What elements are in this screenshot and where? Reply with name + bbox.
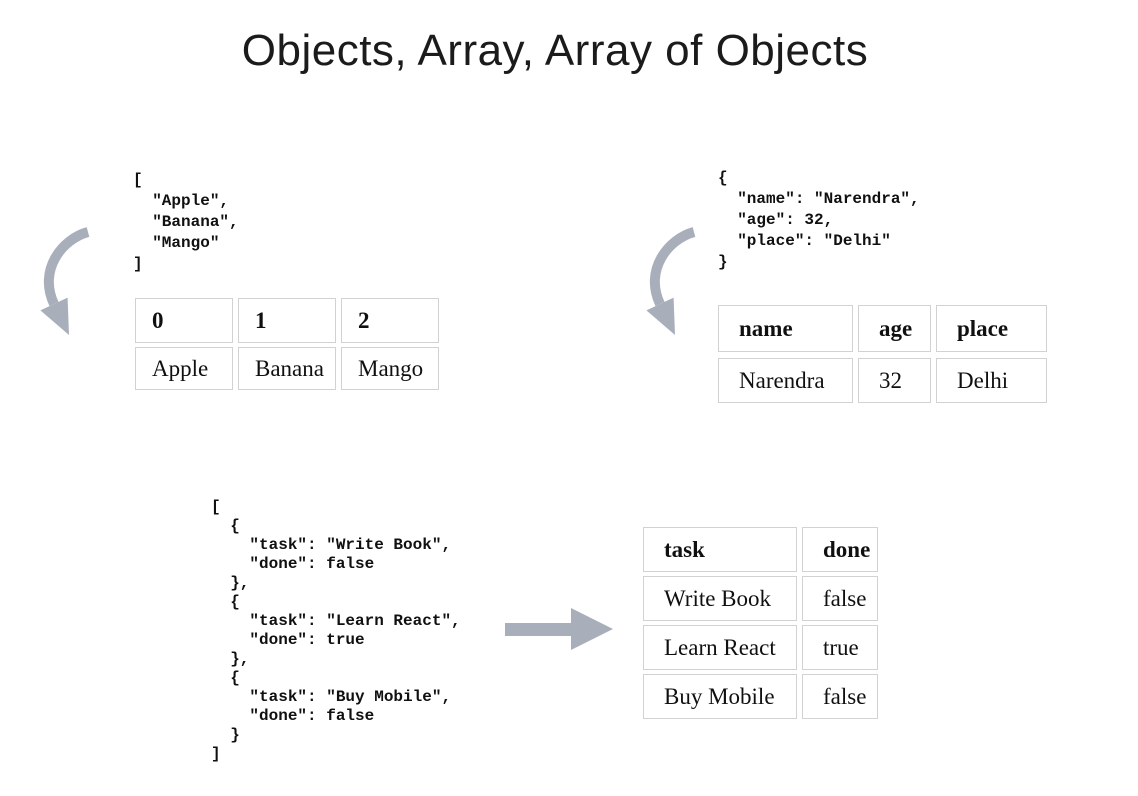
table-cell: true: [802, 625, 878, 670]
table-header-cell: place: [936, 305, 1047, 352]
table-cell: Apple: [135, 347, 233, 390]
tasks-table: task done Write Book false Learn React t…: [643, 527, 878, 719]
table-cell: false: [802, 674, 878, 719]
table-header-cell: 2: [341, 298, 439, 343]
table-cell: Learn React: [643, 625, 797, 670]
table-cell: Buy Mobile: [643, 674, 797, 719]
table-cell: Narendra: [718, 358, 853, 403]
array-json-code: [ "Apple", "Banana", "Mango" ]: [133, 171, 239, 273]
table-header-cell: 0: [135, 298, 233, 343]
page-title: Objects, Array, Array of Objects: [241, 26, 869, 75]
table-cell: Delhi: [936, 358, 1047, 403]
table-header-cell: age: [858, 305, 931, 352]
curved-arrow-right-icon: [646, 227, 696, 335]
array-of-objects-json-code: [ { "task": "Write Book", "done": false …: [211, 498, 461, 763]
table-header-cell: done: [802, 527, 878, 572]
object-table: name age place Narendra 32 Delhi: [718, 305, 1047, 403]
table-header-cell: 1: [238, 298, 336, 343]
table-cell: 32: [858, 358, 931, 403]
right-arrow-icon: [505, 608, 613, 650]
table-cell: false: [802, 576, 878, 621]
table-header-cell: name: [718, 305, 853, 352]
table-cell: Mango: [341, 347, 439, 390]
table-cell: Banana: [238, 347, 336, 390]
array-table: 0 1 2 Apple Banana Mango: [135, 298, 439, 390]
table-header-cell: task: [643, 527, 797, 572]
object-json-code: { "name": "Narendra", "age": 32, "place"…: [718, 169, 920, 271]
table-cell: Write Book: [643, 576, 797, 621]
curved-arrow-left-icon: [40, 227, 90, 335]
